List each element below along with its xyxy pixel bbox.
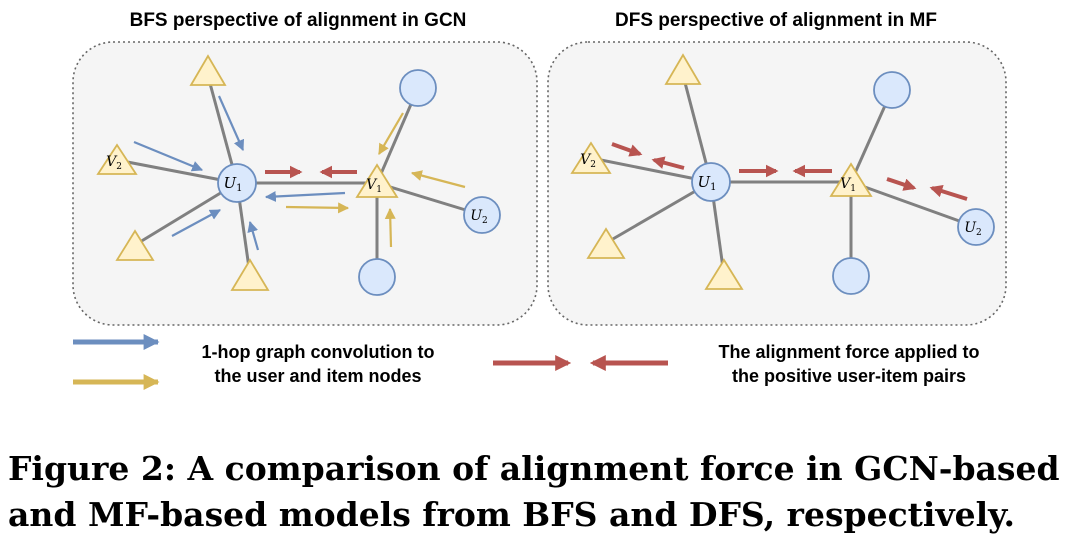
conv-arrows-yellow-gcn: [285, 112, 466, 248]
legend: 1-hop graph convolution to the user and …: [73, 333, 980, 391]
label-u1: U1: [223, 174, 242, 194]
align-arrows-mf: [611, 142, 968, 201]
nodes-mf: [570, 53, 995, 295]
label-u1: U1: [697, 173, 716, 193]
label-v2: V2: [580, 152, 596, 170]
item-node-v2: [570, 141, 612, 174]
legend-convolution-line1: 1-hop graph convolution to: [202, 342, 435, 362]
user-node: [832, 257, 870, 295]
legend-convolution-line2: the user and item nodes: [214, 366, 421, 386]
label-u2: U2: [470, 208, 488, 226]
user-node: [873, 71, 911, 109]
item-node: [115, 229, 155, 261]
user-node-u1: [691, 162, 731, 202]
panel-mf-title: DFS perspective of alignment in MF: [615, 10, 937, 31]
item-node: [230, 258, 270, 291]
user-node-u2: [463, 196, 501, 234]
legend-alignment-line1: The alignment force applied to: [718, 342, 979, 362]
item-node: [664, 53, 702, 85]
item-node: [586, 227, 626, 259]
panel-gcn: BFS perspective of alignment in GCN: [72, 10, 538, 326]
node-labels-gcn: U1 V1 V2 U2: [106, 154, 488, 226]
item-node-v1: [829, 162, 873, 197]
legend-alignment-line2: the positive user-item pairs: [732, 366, 966, 386]
nodes-gcn: [96, 54, 501, 296]
node-labels-mf: U1 V1 V2 U2: [580, 152, 982, 238]
label-v1: V1: [840, 176, 856, 194]
item-node-v1: [355, 163, 399, 198]
panel-mf: DFS perspective of alignment in MF: [547, 10, 1007, 326]
label-v1: V1: [366, 177, 382, 195]
user-node-u2: [957, 208, 995, 246]
figure-caption: Figure 2: A comparison of alignment forc…: [8, 449, 1060, 534]
user-node-u1: [217, 163, 257, 203]
label-u2: U2: [964, 220, 982, 238]
label-v2: V2: [106, 154, 122, 172]
item-node: [704, 258, 744, 290]
alignment-diagram: BFS perspective of alignment in GCN: [72, 10, 1007, 391]
user-node: [399, 69, 437, 107]
conv-arrows-blue-gcn: [133, 95, 346, 251]
item-node-v2: [96, 143, 138, 175]
item-node: [189, 54, 227, 86]
user-node: [358, 258, 396, 296]
panel-gcn-title: BFS perspective of alignment in GCN: [130, 10, 467, 31]
